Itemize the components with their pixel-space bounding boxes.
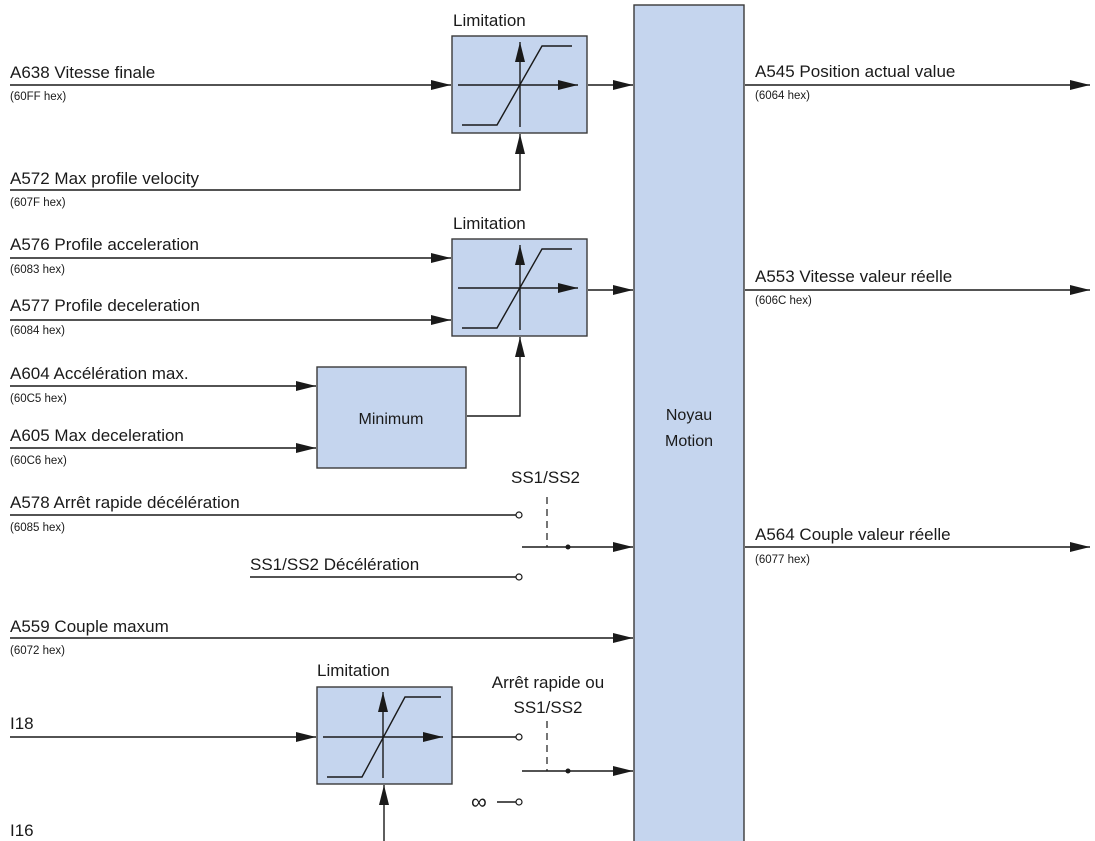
input-a605-hex: (60C6 hex) <box>10 455 67 467</box>
input-a559-label: A559 Couple maxum <box>10 617 169 636</box>
output-a545-hex: (6064 hex) <box>755 90 810 102</box>
limitation-2-title: Limitation <box>453 214 526 233</box>
input-a604-label: A604 Accélération max. <box>10 364 189 383</box>
output-a545-label: A545 Position actual value <box>755 62 955 81</box>
limitation-block-1: Limitation <box>451 11 588 134</box>
input-a577-label: A577 Profile deceleration <box>10 296 200 315</box>
switch-quickstop-label-line2: SS1/SS2 <box>514 698 583 717</box>
motion-core-label-line1: Noyau <box>666 407 712 424</box>
input-a559-hex: (6072 hex) <box>10 645 65 657</box>
motion-core-label-line2: Motion <box>665 433 713 450</box>
input-a572-label: A572 Max profile velocity <box>10 169 199 188</box>
minimum-block: Minimum <box>316 366 467 469</box>
input-a578-hex: (6085 hex) <box>10 522 65 534</box>
limitation-3-curve <box>327 696 441 778</box>
limitation-3-title: Limitation <box>317 661 390 680</box>
limitation-block-2: Limitation <box>451 214 588 337</box>
minimum-label: Minimum <box>359 411 424 428</box>
output-a553-hex: (606C hex) <box>755 295 812 307</box>
input-a605-label: A605 Max deceleration <box>10 426 184 445</box>
input-i16-label: I16 <box>10 821 34 840</box>
switch-quickstop-contact-top <box>515 733 523 741</box>
limitation-block-3: Limitation <box>316 661 453 785</box>
motion-core-block: Noyau Motion <box>633 4 745 841</box>
limitation-1-title: Limitation <box>453 11 526 30</box>
switch-quickstop-label-line1: Arrêt rapide ou <box>492 673 604 692</box>
switch-ss-contact-top <box>515 511 523 519</box>
input-a572-line <box>10 134 525 191</box>
switch-quickstop-contact-bottom <box>515 798 523 806</box>
output-a564-label: A564 Couple valeur réelle <box>755 525 951 544</box>
output-a553-label: A553 Vitesse valeur réelle <box>755 267 952 286</box>
minimum-output-line <box>467 337 525 417</box>
input-a638-label: A638 Vitesse finale <box>10 63 155 82</box>
input-a576-label: A576 Profile acceleration <box>10 235 199 254</box>
input-a577-hex: (6084 hex) <box>10 325 65 337</box>
input-i18-label: I18 <box>10 714 34 733</box>
input-a578-label: A578 Arrêt rapide décélération <box>10 493 240 512</box>
input-ss1-label: SS1/SS2 Décélération <box>250 555 419 574</box>
switch-ss-contact-bottom <box>515 573 523 581</box>
limitation-2-curve <box>462 248 572 329</box>
input-a576-hex: (6083 hex) <box>10 264 65 276</box>
switch-ss-label: SS1/SS2 <box>511 468 580 487</box>
infinity-symbol: ∞ <box>471 789 487 814</box>
input-a638-hex: (60FF hex) <box>10 91 66 103</box>
input-a604-hex: (60C5 hex) <box>10 393 67 405</box>
input-a572-hex: (607F hex) <box>10 197 66 209</box>
output-a564-hex: (6077 hex) <box>755 554 810 566</box>
limitation-1-curve <box>462 45 572 126</box>
